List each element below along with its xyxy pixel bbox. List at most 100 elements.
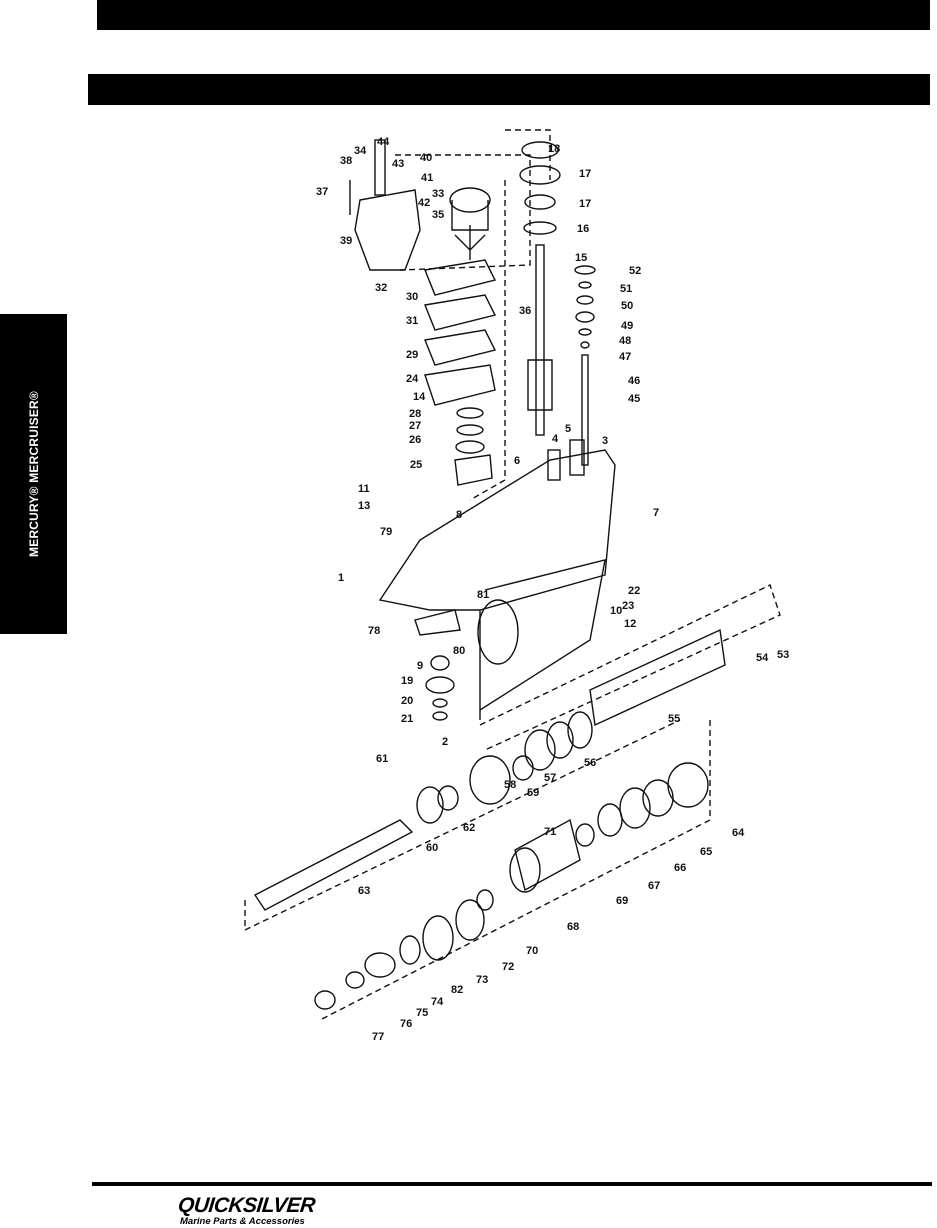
- svg-text:4: 4: [552, 433, 559, 445]
- logo-brand: QUICKSILVER: [176, 1194, 317, 1217]
- svg-text:73: 73: [476, 974, 488, 986]
- svg-text:17: 17: [579, 168, 591, 180]
- svg-text:48: 48: [619, 335, 631, 347]
- gear-58: [469, 755, 511, 805]
- svg-text:3: 3: [602, 435, 608, 447]
- svg-text:32: 32: [375, 282, 387, 294]
- nut-77: [314, 990, 336, 1010]
- svg-text:76: 76: [400, 1018, 412, 1030]
- svg-text:24: 24: [406, 373, 419, 385]
- gear-64: [667, 762, 709, 808]
- svg-text:57: 57: [544, 772, 556, 784]
- bearing-18: [521, 141, 559, 159]
- driveshaft-15: [535, 244, 545, 436]
- bearing-17: [524, 194, 556, 210]
- svg-text:21: 21: [401, 713, 413, 725]
- header-bar: [97, 0, 930, 30]
- svg-text:13: 13: [358, 500, 370, 512]
- svg-text:15: 15: [575, 252, 587, 264]
- svg-text:25: 25: [410, 459, 422, 471]
- shim-16: [523, 221, 557, 235]
- svg-text:53: 53: [777, 649, 789, 661]
- svg-text:49: 49: [621, 320, 633, 332]
- svg-text:18: 18: [548, 143, 560, 155]
- svg-text:72: 72: [502, 961, 514, 973]
- svg-text:68: 68: [567, 921, 579, 933]
- svg-text:51: 51: [620, 283, 632, 295]
- svg-text:12: 12: [624, 618, 636, 630]
- svg-text:26: 26: [409, 434, 421, 446]
- svg-text:20: 20: [401, 695, 413, 707]
- svg-text:46: 46: [628, 375, 640, 387]
- svg-text:43: 43: [392, 158, 404, 170]
- svg-text:74: 74: [431, 996, 444, 1008]
- section-title-bar: [88, 74, 930, 105]
- shift-group-55: [589, 628, 726, 727]
- svg-text:80: 80: [453, 645, 465, 657]
- svg-text:58: 58: [504, 779, 516, 791]
- svg-text:29: 29: [406, 349, 418, 361]
- svg-text:70: 70: [526, 945, 538, 957]
- svg-text:16: 16: [577, 223, 589, 235]
- svg-text:11: 11: [358, 483, 370, 495]
- svg-text:37: 37: [316, 186, 328, 198]
- shift-shaft-45: [581, 354, 589, 466]
- svg-text:42: 42: [418, 197, 430, 209]
- svg-text:67: 67: [648, 880, 660, 892]
- svg-text:41: 41: [421, 172, 433, 184]
- trim-tab-78: [414, 609, 461, 636]
- footer-rule: [92, 1182, 932, 1186]
- svg-text:19: 19: [401, 675, 413, 687]
- svg-text:28: 28: [409, 408, 421, 420]
- svg-text:30: 30: [406, 291, 418, 303]
- impeller: [454, 225, 486, 260]
- svg-text:71: 71: [544, 826, 556, 838]
- svg-text:33: 33: [432, 188, 444, 200]
- svg-text:35: 35: [432, 209, 444, 221]
- bearing-carrier-bore: [477, 599, 519, 665]
- quicksilver-logo: QUICKSILVER Marine Parts & Accessories: [176, 1194, 348, 1228]
- svg-text:27: 27: [409, 420, 421, 432]
- svg-text:54: 54: [756, 652, 769, 664]
- svg-text:66: 66: [674, 862, 686, 874]
- svg-text:79: 79: [380, 526, 392, 538]
- svg-text:60: 60: [426, 842, 438, 854]
- clutch-60: [416, 786, 444, 824]
- svg-text:7: 7: [653, 507, 659, 519]
- svg-text:14: 14: [413, 391, 426, 403]
- svg-text:55: 55: [668, 713, 680, 725]
- carrier-68: [514, 818, 581, 892]
- svg-text:47: 47: [619, 351, 631, 363]
- plate-29: [424, 329, 497, 366]
- svg-text:59: 59: [527, 787, 539, 799]
- svg-text:56: 56: [584, 757, 596, 769]
- logo-tagline: Marine Parts & Accessories: [180, 1216, 305, 1227]
- svg-text:61: 61: [376, 753, 388, 765]
- side-tab: [0, 314, 67, 634]
- svg-text:6: 6: [514, 455, 520, 467]
- pinion-19: [425, 676, 455, 694]
- svg-text:64: 64: [732, 827, 745, 839]
- svg-text:5: 5: [565, 423, 571, 435]
- svg-text:69: 69: [616, 895, 628, 907]
- svg-text:75: 75: [416, 1007, 428, 1019]
- svg-text:78: 78: [368, 625, 380, 637]
- svg-text:34: 34: [354, 145, 367, 157]
- svg-text:52: 52: [629, 265, 641, 277]
- svg-text:65: 65: [700, 846, 712, 858]
- svg-text:50: 50: [621, 300, 633, 312]
- gear-housing: [378, 449, 616, 611]
- svg-text:23: 23: [622, 600, 634, 612]
- svg-text:36: 36: [519, 305, 531, 317]
- svg-text:63: 63: [358, 885, 370, 897]
- svg-text:81: 81: [477, 589, 489, 601]
- svg-text:10: 10: [610, 605, 622, 617]
- base-24: [424, 364, 496, 406]
- cup-17: [519, 165, 561, 185]
- propshaft-63: [253, 819, 414, 911]
- svg-text:2: 2: [442, 736, 448, 748]
- gasket-30: [424, 259, 497, 296]
- svg-text:44: 44: [377, 136, 390, 148]
- svg-text:62: 62: [463, 822, 475, 834]
